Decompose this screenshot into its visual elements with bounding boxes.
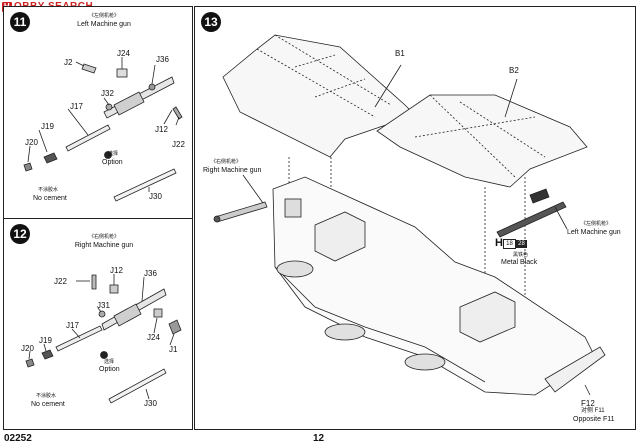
left-gun-label: Left Machine gun [567,229,621,236]
opposite-label-cn: 对侧 F11 [581,408,605,414]
part-j30: J30 [149,192,162,201]
part-b1: B1 [395,49,405,58]
right-gun-label: Right Machine gun [203,167,262,174]
no-cement-label-cn: 不涂胶水 [36,393,57,399]
part-j17: J17 [66,321,79,330]
step-11-number: 11 [10,12,30,32]
part-f12: F12 [581,399,595,408]
step-12-number: 12 [10,224,30,244]
paint-box-2: 28 [515,240,527,248]
part-j20: J20 [25,138,38,147]
step-11-panel: 11 《左侧机枪》 Left Machine gun [3,6,193,220]
option-label: Option [99,366,120,373]
part-j20: J20 [21,344,34,353]
wing-b2 [376,94,588,188]
catalog-number: 02252 [4,433,32,444]
part-j22: J22 [54,277,67,286]
opposite-label: Opposite F11 [573,416,615,423]
part-j31: J31 [97,301,110,310]
paint-box-1: 18 [502,239,516,249]
step-13-number: 13 [201,12,221,32]
part-j17: J17 [70,102,83,111]
step-13-panel: 13 [194,6,636,430]
step-12-title-cn: 《右侧机枪》 [88,234,119,240]
no-cement-label: No cement [33,195,67,202]
option-label-cn: 选择 [108,151,119,157]
flap-f12 [544,346,606,393]
part-j24: J24 [147,333,160,342]
part-j12: J12 [110,266,123,275]
part-j1: J1 [169,345,178,354]
option-label: Option [102,159,123,166]
page-number: 12 [313,433,325,444]
part-j30: J30 [144,399,157,408]
part-j36: J36 [144,269,157,278]
right-gun-label-cn: 《右侧机枪》 [211,159,242,165]
wing-b1 [222,34,416,158]
part-j36: J36 [156,55,169,64]
no-cement-label-cn: 不涂胶水 [38,187,59,193]
paint-label: Metal Black [501,259,538,266]
paint-label-cn: 黑铁色 [513,252,529,258]
no-cement-label: No cement [31,401,65,408]
step-12-panel: 12 《右侧机枪》 Right Machine gun [3,218,193,430]
step-13-drawing [213,34,606,396]
step-12-drawing [25,274,182,404]
part-j19: J19 [39,336,52,345]
step-11-drawing [23,57,183,202]
step-11-title: Left Machine gun [77,21,131,28]
paint-code: H [495,237,503,250]
part-j24: J24 [117,49,130,58]
part-j2: J2 [64,58,73,67]
step-11-title-cn: 《左侧机枪》 [88,13,119,19]
step-12-title: Right Machine gun [74,242,134,249]
part-j12: J12 [155,125,168,134]
part-j19: J19 [41,122,54,131]
part-b2: B2 [509,66,519,75]
part-j32: J32 [101,89,114,98]
part-j22: J22 [172,140,185,149]
option-label-cn: 选择 [104,359,115,365]
left-gun-label-cn: 《左侧机枪》 [581,221,612,227]
